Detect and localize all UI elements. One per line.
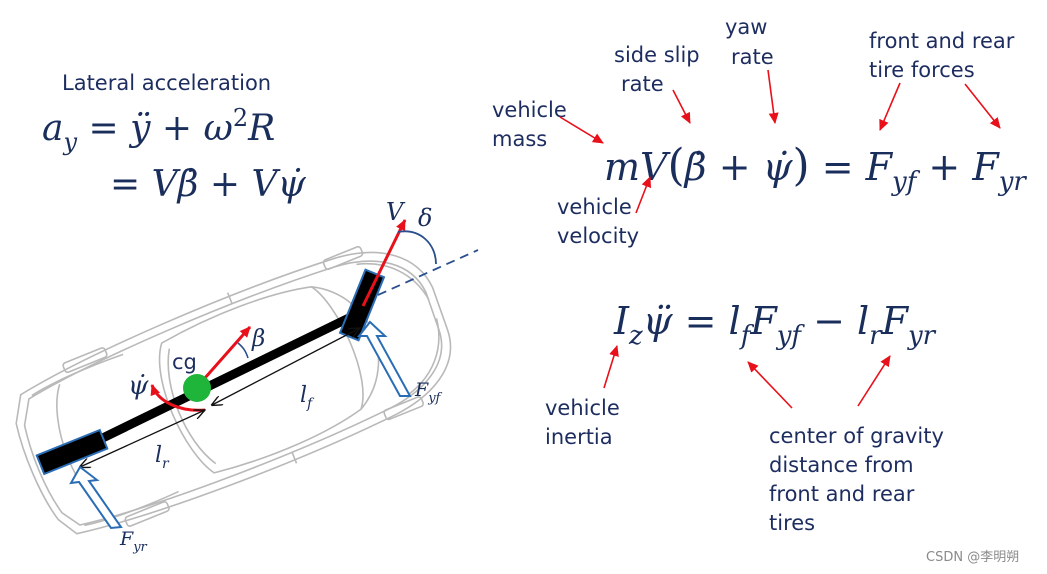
force-balance-equation: mV(β̇ + ψ̇) = Fyf + Fyr [604, 140, 1027, 197]
cg-dot [183, 374, 211, 402]
slip-rate-pointer [672, 89, 691, 124]
mass-pointer [559, 116, 604, 144]
vehicle-mass-label-bottom: mass [492, 127, 547, 151]
tire-forces-label-bottom: tire forces [869, 58, 975, 82]
cg-label: cg [172, 350, 197, 374]
front-force-pointer [879, 82, 901, 131]
cg-distance-label-4: tires [769, 511, 815, 535]
steer-angle-label: δ [418, 204, 432, 232]
vehicle-mass-label-top: vehicle [492, 98, 567, 122]
yaw-rate-pointer [767, 69, 779, 124]
rear-lateral-force-arrow [69, 465, 123, 530]
yaw-rate-label: ψ̇ [128, 371, 149, 401]
fyf-label: Fyf [414, 379, 443, 406]
tire-forces-label-top: front and rear [869, 29, 1015, 53]
side-slip-label-bottom: rate [621, 72, 664, 96]
lateral-acceleration-eq1: ay = ÿ + ω2R [42, 104, 275, 156]
side-slip-label-top: side slip [614, 43, 700, 67]
rear-force-pointer [964, 83, 1001, 129]
cg-distance-label-1: center of gravity [769, 424, 944, 448]
front-lateral-force-arrow [356, 320, 412, 397]
chassis-beam [67, 309, 362, 458]
cg-distance-label-2: distance from [769, 453, 914, 477]
lr-dimension [80, 410, 205, 467]
vehicle-velocity-label-top: vehicle [557, 195, 632, 219]
watermark: CSDN @李明朔 [926, 550, 1019, 565]
fyr-label: Fyr [119, 528, 148, 555]
velocity-pointer [635, 176, 652, 214]
cg-distance-label-3: front and rear [769, 482, 915, 506]
yaw-rate-label-bottom: rate [731, 45, 774, 69]
steer-angle-arc [397, 230, 437, 265]
lf-dimension [212, 328, 360, 405]
yaw-rate-label-top: yaw [725, 15, 767, 39]
slip-angle-label: β [251, 326, 265, 352]
lr-label: lr [155, 443, 170, 472]
velocity-arrow [361, 219, 407, 307]
vehicle-velocity-label-bottom: velocity [557, 224, 639, 248]
inertia-pointer [603, 345, 619, 389]
wheel-heading-line [377, 249, 479, 296]
lr-pointer [857, 355, 891, 407]
lateral-acceleration-title: Lateral acceleration [62, 71, 271, 95]
lf-pointer [747, 361, 793, 409]
vehicle-inertia-label-top: vehicle [545, 396, 620, 420]
moment-balance-equation: Izψ̈ = lfFyf − lrFyr [613, 299, 937, 351]
vehicle-inertia-label-bottom: inertia [545, 425, 613, 449]
slip-angle-arc [237, 342, 249, 359]
velocity-label: V [386, 198, 406, 226]
lateral-acceleration-eq2: = Vβ̇ + Vψ̇ [110, 164, 306, 205]
lf-label: lf [300, 383, 315, 412]
